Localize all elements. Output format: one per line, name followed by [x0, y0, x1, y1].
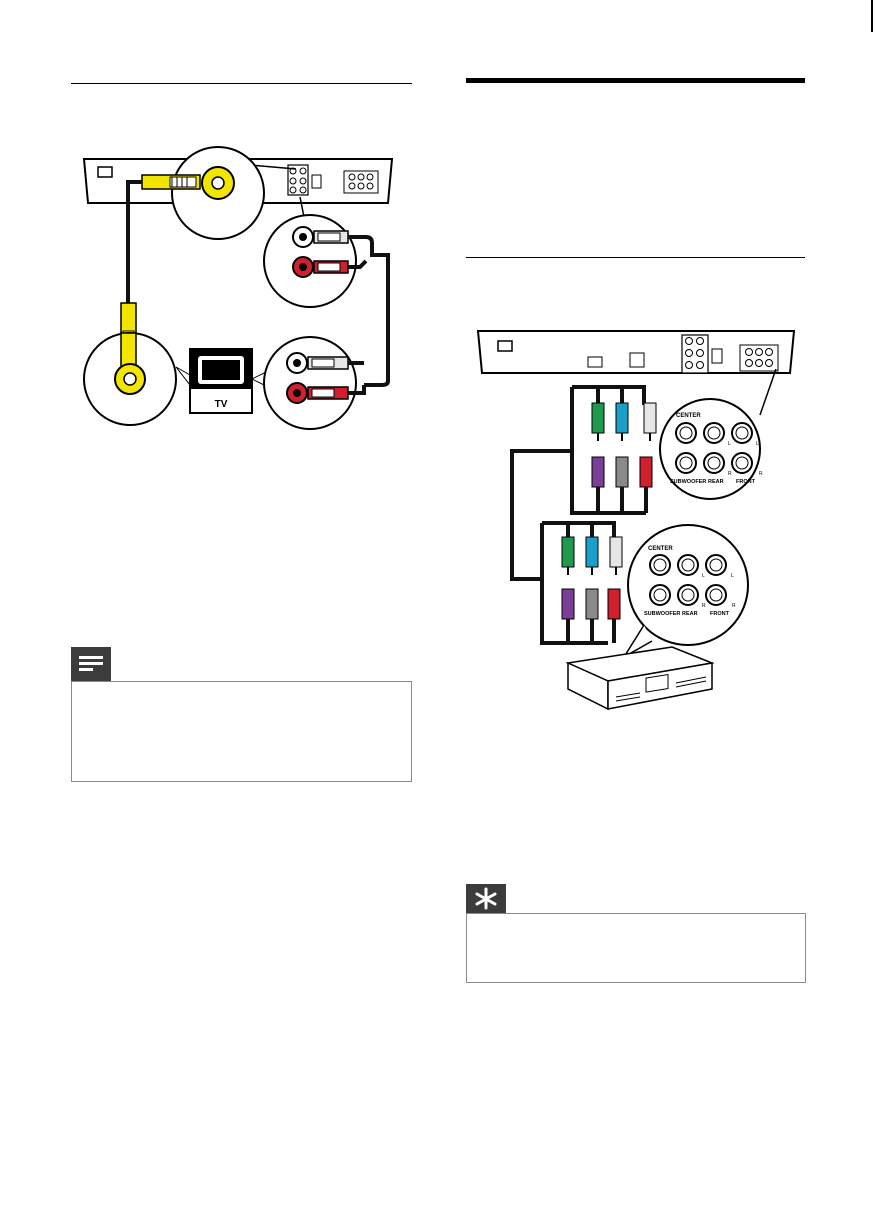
label-right-4: R — [732, 603, 736, 609]
label-left-3: L — [702, 573, 705, 579]
label-left-4: L — [731, 573, 734, 579]
label-front-1: FRONT — [736, 479, 756, 485]
lower-plugs — [561, 523, 623, 643]
tip-tab — [466, 884, 506, 913]
note-box — [71, 681, 412, 782]
section-rule-right-thick — [466, 78, 805, 83]
label-left-1: L — [728, 441, 731, 447]
label-right-3: R — [702, 603, 706, 609]
note-tab — [71, 647, 111, 681]
label-center-2: CENTER — [648, 546, 673, 552]
av-receiver-icon — [565, 646, 715, 711]
label-rear-2: REAR — [682, 611, 698, 617]
label-front-2: FRONT — [710, 611, 730, 617]
tv-label: TV — [215, 399, 228, 410]
tip-icon — [475, 887, 497, 910]
label-rear-1: REAR — [708, 479, 724, 485]
multichannel-audio-diagram: CENTER L L R R SUBWOOFER REAR FRONT CENT… — [476, 330, 796, 711]
tip-box — [466, 913, 806, 983]
section-rule-right — [466, 257, 805, 258]
section-rule-left — [71, 83, 412, 84]
label-left-2: L — [756, 441, 759, 447]
label-right-1: R — [728, 471, 732, 477]
label-subwoofer-1: SUBWOOFER — [670, 479, 706, 485]
label-center-1: CENTER — [676, 413, 701, 419]
label-subwoofer-2: SUBWOOFER — [644, 611, 680, 617]
composite-video-audio-diagram: TV — [82, 146, 394, 430]
upper-plugs — [576, 387, 657, 515]
player-unit — [476, 330, 796, 374]
note-icon — [79, 656, 103, 671]
tv-icon: TV — [175, 348, 269, 414]
label-right-2: R — [759, 471, 763, 477]
page-edge-marker — [871, 0, 873, 32]
